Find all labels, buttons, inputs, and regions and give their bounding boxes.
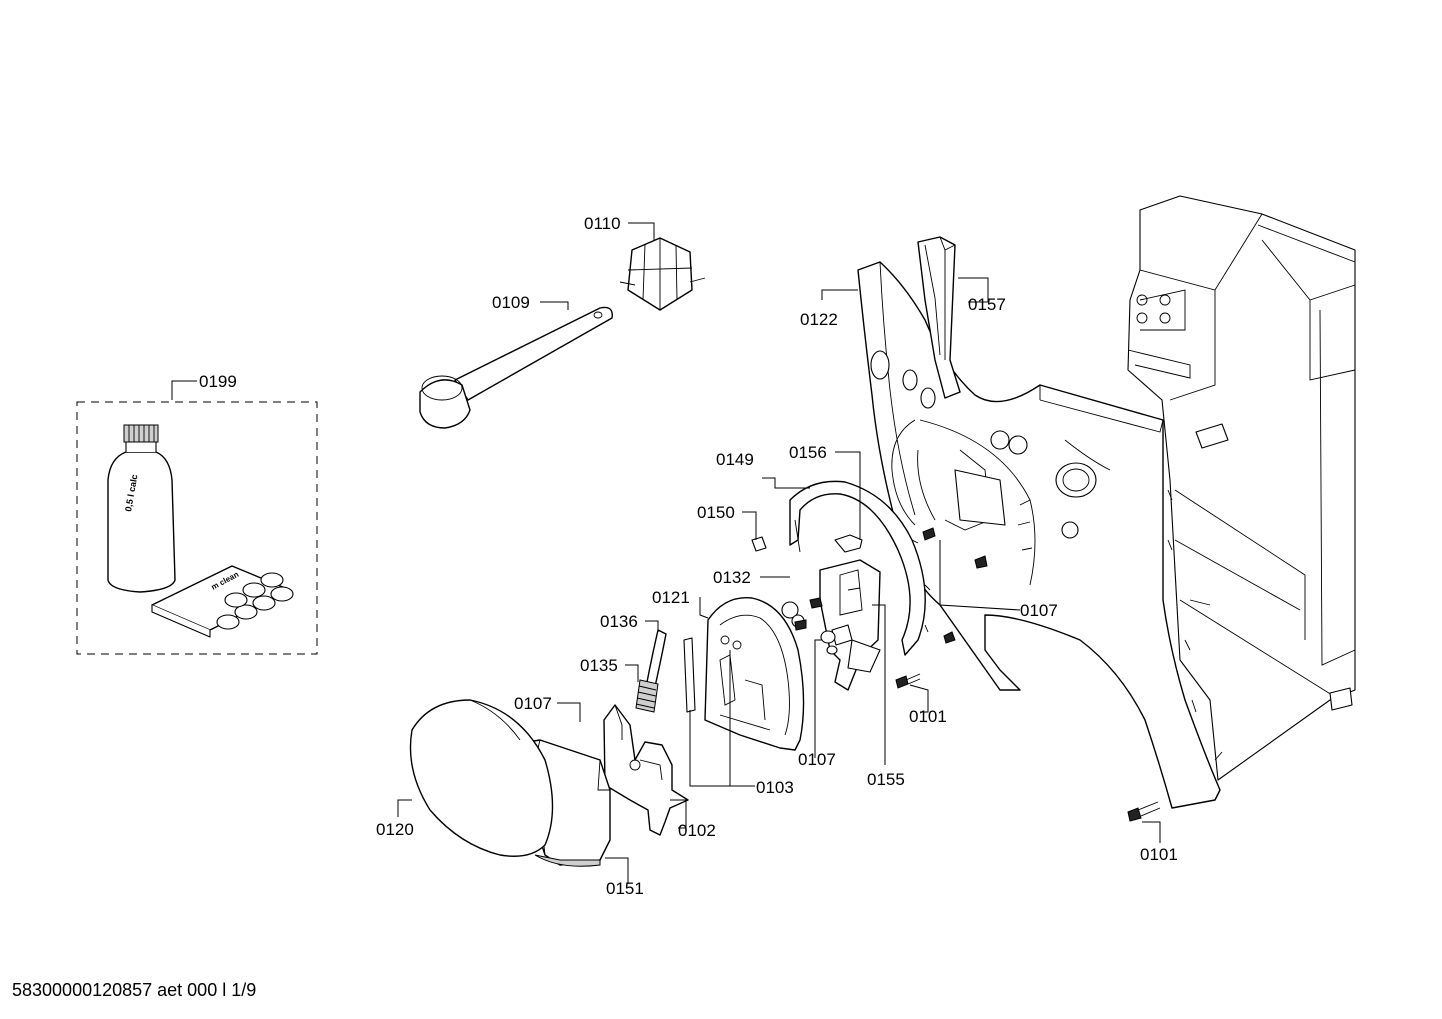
callout-0107-left: 0107 [514, 694, 552, 713]
callout-labels: 0110 0109 0199 0122 0157 0149 0156 0150 … [199, 214, 1178, 898]
callout-0136: 0136 [600, 612, 638, 631]
document-footer-code: 58300000120857 aet 000 l 1/9 [12, 980, 257, 1000]
callout-0157: 0157 [968, 295, 1006, 314]
callout-0121: 0121 [652, 588, 690, 607]
callout-0107-mid: 0107 [798, 750, 836, 769]
callout-0107-right: 0107 [1020, 601, 1058, 620]
callout-0122: 0122 [800, 310, 838, 329]
holder-0102 [603, 704, 689, 836]
callout-0103: 0103 [756, 778, 794, 797]
callout-0102: 0102 [678, 821, 716, 840]
callout-0120: 0120 [376, 820, 414, 839]
frame-0121 [704, 596, 805, 751]
callout-0109: 0109 [492, 293, 530, 312]
leader-lines [171, 222, 1161, 884]
callout-0132: 0132 [713, 568, 751, 587]
callout-0149: 0149 [716, 450, 754, 469]
callout-0101-bottom: 0101 [1140, 845, 1178, 864]
callout-0155: 0155 [867, 770, 905, 789]
clip-0157 [917, 236, 961, 399]
callout-0101-mid: 0101 [909, 707, 947, 726]
front-panel-0122 [857, 261, 1221, 809]
callout-0150: 0150 [697, 503, 735, 522]
arc-0149 [789, 480, 931, 656]
sleeves-and-screws [751, 527, 1161, 822]
accessory-kit-0199: 0,5 l calc m clean [76, 401, 318, 655]
callout-0110: 0110 [584, 214, 621, 233]
machine-housing [1127, 195, 1356, 781]
valve-block-0156 [819, 534, 881, 691]
knob-0110 [619, 237, 706, 311]
cover-0120 [409, 699, 611, 867]
hose-0136 [635, 629, 667, 713]
measuring-spoon-0109 [419, 306, 613, 429]
callout-0156: 0156 [789, 443, 827, 462]
callout-0151: 0151 [606, 879, 644, 898]
callout-0135: 0135 [580, 656, 618, 675]
callout-0199: 0199 [199, 372, 237, 391]
strip-0103 [683, 637, 696, 713]
